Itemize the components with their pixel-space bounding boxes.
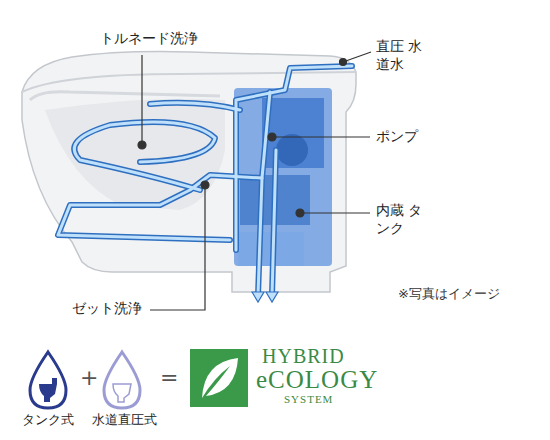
equals-sign: = [160, 364, 178, 392]
direct-type-drop-icon [104, 352, 140, 408]
mini-toilet-icon [39, 378, 57, 402]
pump-symbol [276, 134, 308, 166]
flow-arrowhead [266, 292, 278, 302]
logo-text: SYSTEM [284, 393, 333, 407]
tank-type-drop-icon [30, 352, 66, 408]
logo-square [190, 349, 248, 407]
toilet-body [22, 52, 356, 292]
icon-label: 水道直圧式 [92, 412, 157, 428]
toilet-rim [30, 92, 220, 100]
icon-label: タンク式 [22, 412, 74, 428]
bowl-interior [45, 99, 225, 210]
flow-arrowhead [252, 292, 264, 302]
note: ※写真はイメージ [398, 286, 500, 302]
logo-text: eCOLOGY [256, 364, 378, 395]
part-label: 直圧 水道水 [376, 38, 424, 73]
part-label: ポンプ [376, 128, 418, 146]
part-label: トルネード洗浄 [100, 30, 198, 48]
part-label: 内蔵 タンク [376, 202, 424, 237]
part-label: ゼット洗浄 [72, 300, 142, 318]
mini-toilet-icon [113, 384, 131, 402]
logo-text: HYBRID [262, 344, 345, 369]
logo-leaf [202, 358, 238, 398]
leader-lines [138, 52, 371, 310]
plus-sign: + [80, 364, 98, 392]
